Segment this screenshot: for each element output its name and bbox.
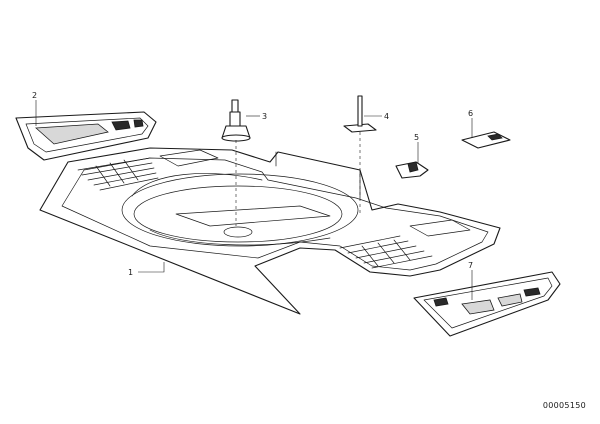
callout-4: 4 [384,112,389,121]
document-number: 00005150 [542,401,586,410]
callout-7: 7 [468,261,473,270]
right-top-pad [409,219,471,237]
callout-5: 5 [414,133,419,142]
left-top-pad [159,149,219,167]
left-vent-slots [77,157,159,191]
spare-wheel-well [121,173,359,247]
clip [395,161,429,179]
trunk-floor-mat [39,147,501,315]
leader-lines [35,100,473,300]
callout-6: 6 [468,109,473,118]
left-trim-panel [15,111,157,161]
cover-plate [461,131,511,149]
mounting-bolt [221,99,251,142]
right-vent-slots [339,235,433,269]
stud-plate [343,95,377,133]
callout-1: 1 [128,268,133,277]
right-trim-panel [413,271,561,337]
callout-3: 3 [262,112,267,121]
callout-2: 2 [32,91,37,100]
